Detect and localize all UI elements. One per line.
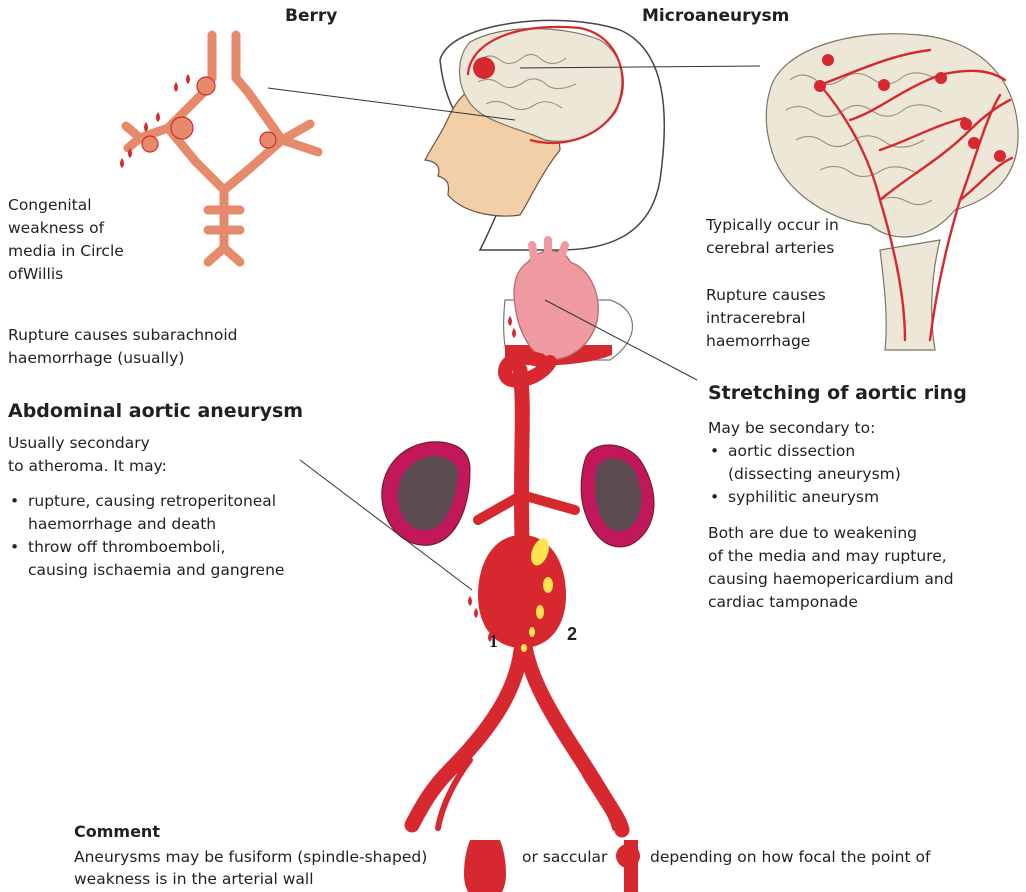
comment-text-2: weakness is in the arterial wall	[74, 868, 314, 891]
berry-description: Congenital weakness of media in Circle o…	[8, 194, 124, 286]
marker-1: 1	[489, 631, 498, 651]
list-item: throw off thromboemboli, causing ischaem…	[8, 536, 284, 582]
micro-brain	[766, 34, 1018, 237]
heart-illustration	[504, 240, 633, 381]
fusiform-aneurysm-icon	[464, 840, 506, 892]
abdominal-intro: Usually secondary to atheroma. It may:	[8, 432, 167, 478]
micro-title: Microaneurysm	[642, 6, 789, 26]
abdominal-effects-list: rupture, causing retroperitoneal haemorr…	[8, 490, 284, 582]
aortic-ring-conclusion: Both are due to weakening of the media a…	[708, 522, 954, 614]
aortic-ring-intro: May be secondary to:	[708, 417, 875, 440]
aortic-ring-causes-list: aortic dissection (dissecting aneurysm) …	[708, 440, 901, 509]
comment-text-3: or saccular	[522, 846, 607, 869]
list-item: syphilitic aneurysm	[708, 486, 901, 509]
berry-saccules	[142, 77, 276, 152]
list-item: aortic dissection (dissecting aneurysm)	[708, 440, 901, 486]
saccular-aneurysm-icon	[616, 840, 640, 892]
kidney-right	[581, 445, 654, 547]
marker-2: 2	[567, 624, 577, 644]
aortic-ring-title: Stretching of aortic ring	[708, 382, 967, 404]
micro-occur-text: Typically occur in cerebral arteries	[706, 214, 839, 260]
abdominal-title: Abdominal aortic aneurysm	[8, 400, 303, 422]
berry-lesion-in-brain	[473, 57, 495, 79]
micro-rupture-text: Rupture causes intracerebral haemorrhage	[706, 284, 826, 353]
head-illustration	[425, 20, 664, 250]
comment-title: Comment	[74, 822, 160, 841]
berry-title: Berry	[285, 6, 337, 26]
list-item: rupture, causing retroperitoneal haemorr…	[8, 490, 284, 536]
comment-text-1: Aneurysms may be fusiform (spindle-shape…	[74, 846, 427, 869]
berry-rupture-text: Rupture causes subarachnoid haemorrhage …	[8, 324, 238, 370]
kidney-left	[382, 442, 470, 545]
comment-text-4: depending on how focal the point of	[650, 846, 930, 869]
